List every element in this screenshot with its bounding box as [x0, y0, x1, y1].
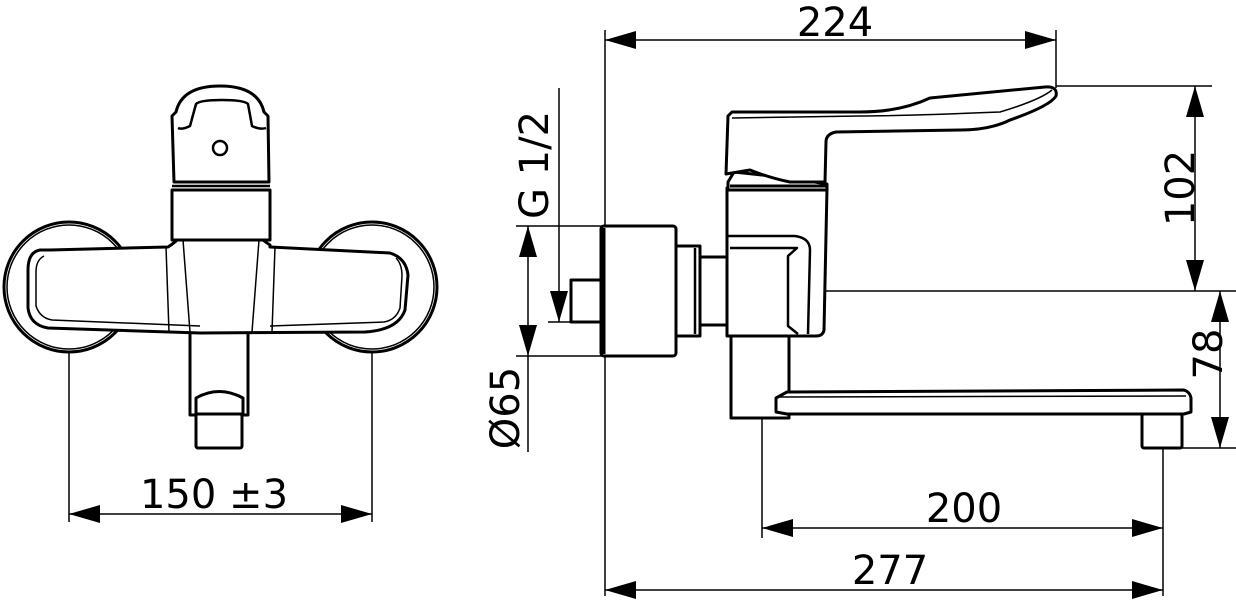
dim-escutcheon-diameter: Ø65 — [483, 367, 529, 449]
dim-spout-reach: 200 — [926, 486, 1002, 532]
aerator — [194, 412, 244, 450]
indicator-hole — [211, 139, 229, 157]
dim-lever-reach: 224 — [797, 0, 873, 46]
side-view: 224 102 78 200 277 G 1/2 — [483, 0, 1236, 599]
valve-body — [725, 186, 829, 338]
mixer-body — [26, 233, 410, 335]
connector-nut — [674, 244, 702, 338]
escutcheon-side — [599, 224, 678, 358]
spout-outlet — [1140, 412, 1184, 450]
connector-pipe — [698, 255, 730, 327]
spout-cap — [194, 390, 245, 416]
inlet-thread — [569, 278, 603, 324]
dim-overall-depth: 277 — [852, 548, 928, 594]
dim-lever-height: 102 — [1158, 150, 1204, 226]
dim-spout-height: 78 — [1186, 329, 1232, 380]
spout-arm — [774, 388, 1193, 416]
dim-thread-size: G 1/2 — [512, 111, 558, 219]
lever-side — [724, 85, 1058, 184]
dim-mount-spacing: 150 ±3 — [140, 472, 288, 518]
front-view: 150 ±3 — [2, 84, 439, 523]
lever-handle — [170, 84, 271, 184]
cartridge-body — [170, 188, 272, 242]
